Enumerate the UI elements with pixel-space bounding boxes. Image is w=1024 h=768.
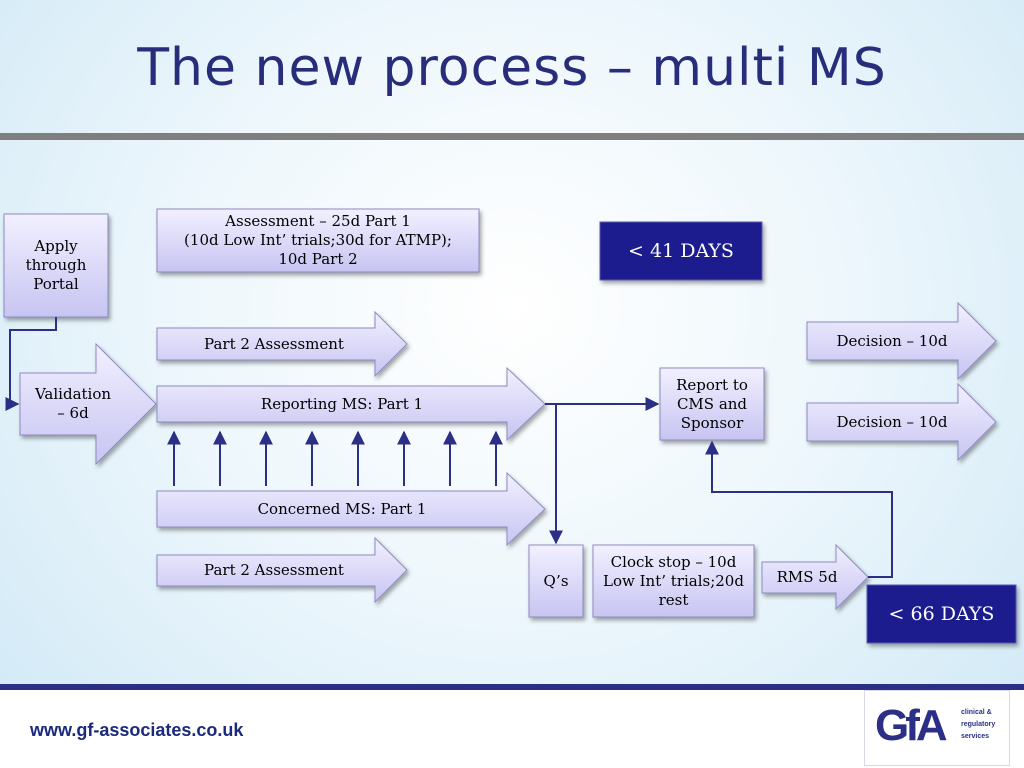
- logo-mark: GfA: [875, 701, 948, 750]
- logo-tagline: clinical & regulatory services: [961, 709, 996, 740]
- bottom-divider: [0, 684, 1024, 690]
- rms-to-report-connector: [705, 440, 893, 578]
- concerned-ms-arrow: [156, 471, 546, 547]
- validation-arrow: [19, 342, 157, 466]
- report-to-cms-label: Report to CMS and Sponsor: [676, 375, 748, 432]
- clock-stop-label: Clock stop – 10d Low Int’ trials;20d res…: [603, 552, 744, 609]
- qs-label: Q’s: [543, 571, 569, 590]
- rms-label: RMS 5d: [776, 568, 838, 586]
- clock-stop-box: [592, 544, 755, 618]
- decision-1-arrow: [806, 301, 997, 381]
- days-41-label: < 41 DAYS: [628, 240, 734, 262]
- part2-top-label: Part 2 Assessment: [204, 334, 344, 353]
- apply-box: [3, 213, 109, 318]
- concerned-ms-label: Concerned MS: Part 1: [257, 499, 427, 518]
- rms-arrow: [761, 543, 869, 611]
- part2-bottom-label: Part 2 Assessment: [204, 561, 344, 579]
- reporting-ms-label: Reporting MS: Part 1: [260, 394, 424, 413]
- cms-to-reporting-arrows: [167, 430, 503, 486]
- footer-url-link[interactable]: www.gf-associates.co.uk: [30, 720, 244, 740]
- decision-2-arrow: [806, 382, 997, 462]
- reporting-ms-arrow: [156, 366, 546, 442]
- decision-2-label: Decision – 10d: [836, 412, 948, 431]
- days-66-box: [866, 584, 1017, 644]
- assessment-note-box: [156, 208, 480, 273]
- slide-title: The new process – multi MS: [137, 38, 887, 98]
- footer: [0, 690, 1024, 768]
- assessment-note-label: Assessment – 25d Part 1 (10d Low Int’ tr…: [184, 212, 452, 268]
- report-to-cms-box: [659, 367, 765, 441]
- days-41-box: [599, 221, 763, 281]
- part2-top-arrow: [156, 310, 408, 378]
- decision-1-label: Decision – 10d: [836, 331, 948, 350]
- days-66-label: < 66 DAYS: [888, 603, 995, 625]
- top-divider: [0, 133, 1024, 140]
- apply-label: Apply through Portal: [25, 237, 87, 293]
- validation-label: Validation – 6d: [34, 385, 112, 422]
- apply-to-validation-connector: [5, 317, 57, 411]
- company-logo: GfA clinical & regulatory services: [864, 690, 1010, 766]
- part2-bottom-arrow: [156, 536, 408, 604]
- qs-box: [528, 544, 584, 618]
